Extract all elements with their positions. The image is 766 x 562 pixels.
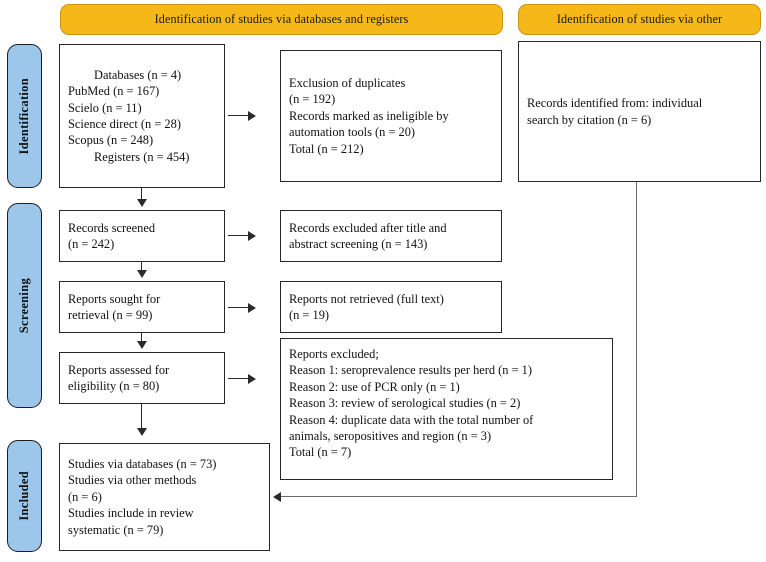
connector-screened-to-sought [141,262,143,274]
duplicates-line: (n = 192) [289,92,336,107]
source-line: Scopus (n = 248) [68,133,154,148]
arrowhead-sources-to-screened [137,199,147,207]
duplicates-line: Exclusion of duplicates [289,76,406,91]
reports-excluded-line: Reason 3: review of serological studies … [289,396,521,411]
source-line: Databases (n = 4) [94,67,182,82]
records-excluded-line: abstract screening (n = 143) [289,237,428,251]
connector-screened-to-excluded [228,235,250,237]
records-screened-box: Records screened (n = 242) [59,210,225,262]
included-studies-box: Studies via databases (n = 73) Studies v… [59,443,270,551]
source-line: PubMed (n = 167) [68,84,160,99]
other-methods-box: Records identified from: individual sear… [518,41,761,182]
reports-excluded-line: Reason 2: use of PCR only (n = 1) [289,379,460,394]
reports-excluded-line: Reason 4: duplicate data with the total … [289,412,534,427]
reports-excluded-line: animals, seropositives and region (n = 3… [289,428,492,443]
header-databases-registers: Identification of studies via databases … [60,4,503,35]
identification-sources-box: Databases (n = 4) PubMed (n = 167) Sciel… [59,44,225,188]
reports-excluded-box: Reports excluded; Reason 1: seroprevalen… [280,338,613,480]
stage-label-screening: Screening [17,277,31,334]
included-studies-line: Studies via other methods [68,473,197,488]
arrowhead-sought-to-notretrieved [248,303,256,313]
exclusion-duplicates-box: Exclusion of duplicates (n = 192) Record… [280,50,502,182]
arrowhead-screened-to-sought [137,270,147,278]
connector-sources-to-screened [141,188,143,203]
stage-bar-screening: Screening [7,203,42,408]
connector-sought-to-assessed [141,333,143,345]
reports-not-retrieved-box: Reports not retrieved (full text) (n = 1… [280,281,502,333]
reports-sought-line: Reports sought for [68,291,161,306]
arrowhead-sources-to-duplicates [248,111,256,121]
reports-excluded-line: Reason 1: seroprevalence results per her… [289,363,533,378]
source-line: Science direct (n = 28) [68,117,181,131]
included-studies-line: Studies via databases (n = 73) [68,457,217,472]
arrowhead-assessed-to-included [137,428,147,436]
included-studies-line: systematic (n = 79) [68,522,164,537]
arrowhead-screened-to-excluded [248,231,256,241]
source-line: Scielo (n = 11) [68,100,142,115]
records-excluded-line: Records excluded after title and [289,220,447,235]
reports-assessed-box: Reports assessed for eligibility (n = 80… [59,352,225,404]
connector-assessed-to-excluded [228,378,250,380]
duplicates-line: automation tools (n = 20) [289,125,416,140]
included-studies-line: Studies include in review [68,506,194,521]
header-other-methods-label: Identification of studies via other [556,12,723,26]
connector-other-left [281,496,637,498]
reports-excluded-line: Total (n = 7) [289,445,352,460]
reports-excluded-line: Reports excluded; [289,347,379,361]
source-line: Registers (n = 454) [94,149,190,164]
reports-not-retrieved-line: Reports not retrieved (full text) [289,291,444,306]
stage-bar-identification: Identification [7,44,42,188]
other-methods-line: Records identified from: individual [527,96,703,111]
connector-assessed-to-included [141,404,143,434]
duplicates-line: Total (n = 212) [289,141,364,156]
connector-sought-to-notretrieved [228,307,250,309]
reports-not-retrieved-line: (n = 19) [289,308,330,322]
header-other-methods: Identification of studies via other [518,4,761,35]
reports-sought-box: Reports sought for retrieval (n = 99) [59,281,225,333]
stage-label-included: Included [17,471,31,521]
reports-assessed-line: eligibility (n = 80) [68,379,160,393]
arrowhead-other-to-included [273,492,281,502]
reports-sought-line: retrieval (n = 99) [68,308,153,322]
header-databases-registers-label: Identification of studies via databases … [154,12,409,26]
records-screened-line: (n = 242) [68,237,115,251]
connector-sources-to-duplicates [228,115,250,117]
stage-label-identification: Identification [17,77,31,155]
records-screened-line: Records screened [68,220,156,235]
reports-assessed-line: Reports assessed for [68,362,170,377]
records-excluded-box: Records excluded after title and abstrac… [280,210,502,262]
arrowhead-sought-to-assessed [137,341,147,349]
duplicates-line: Records marked as ineligible by [289,108,449,123]
arrowhead-assessed-to-excluded [248,374,256,384]
other-methods-line: search by citation (n = 6) [527,112,652,127]
included-studies-line: (n = 6) [68,489,102,504]
connector-other-down [636,182,638,497]
stage-bar-included: Included [7,440,42,552]
